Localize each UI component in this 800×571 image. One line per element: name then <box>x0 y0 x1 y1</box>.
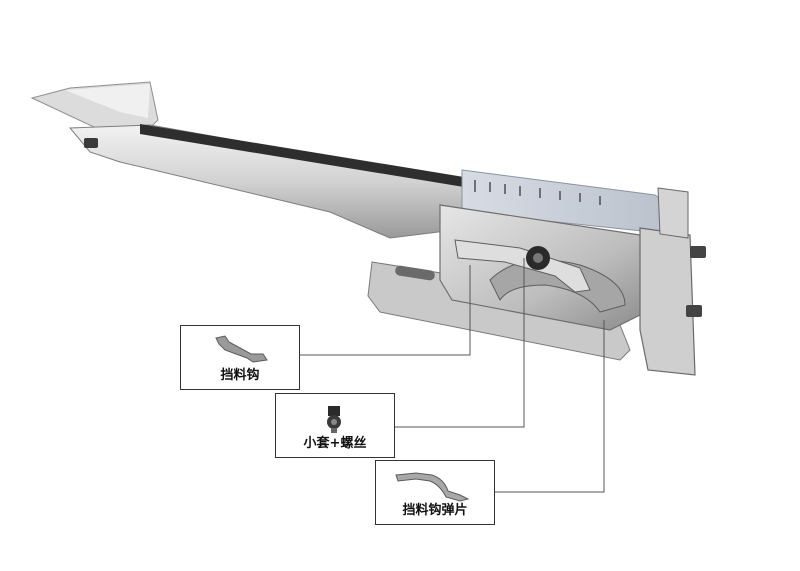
leader-hook <box>300 265 471 356</box>
folder-attachment <box>30 81 706 376</box>
hook-part-icon <box>215 335 268 363</box>
spring-plate-icon <box>395 472 470 502</box>
callout-hook-label: 挡料钩 <box>220 368 260 383</box>
sleeve-screw-icon <box>327 406 341 433</box>
callout-spring-label: 挡料钩弹片 <box>402 503 468 518</box>
leader-sleeve <box>395 258 525 428</box>
end-screw-bottom <box>686 305 702 317</box>
leader-spring <box>495 320 605 493</box>
long-arm <box>68 124 471 239</box>
dark-rail <box>140 124 470 188</box>
callout-sleeve: 小套+螺丝 <box>275 393 395 458</box>
callout-spring: 挡料钩弹片 <box>375 460 495 525</box>
leader-lines <box>300 258 605 493</box>
end-plate <box>639 227 696 376</box>
arm-screw <box>84 138 98 148</box>
callout-sleeve-label: 小套+螺丝 <box>303 436 367 451</box>
end-screw-top <box>690 246 706 258</box>
callout-hook: 挡料钩 <box>180 325 300 390</box>
